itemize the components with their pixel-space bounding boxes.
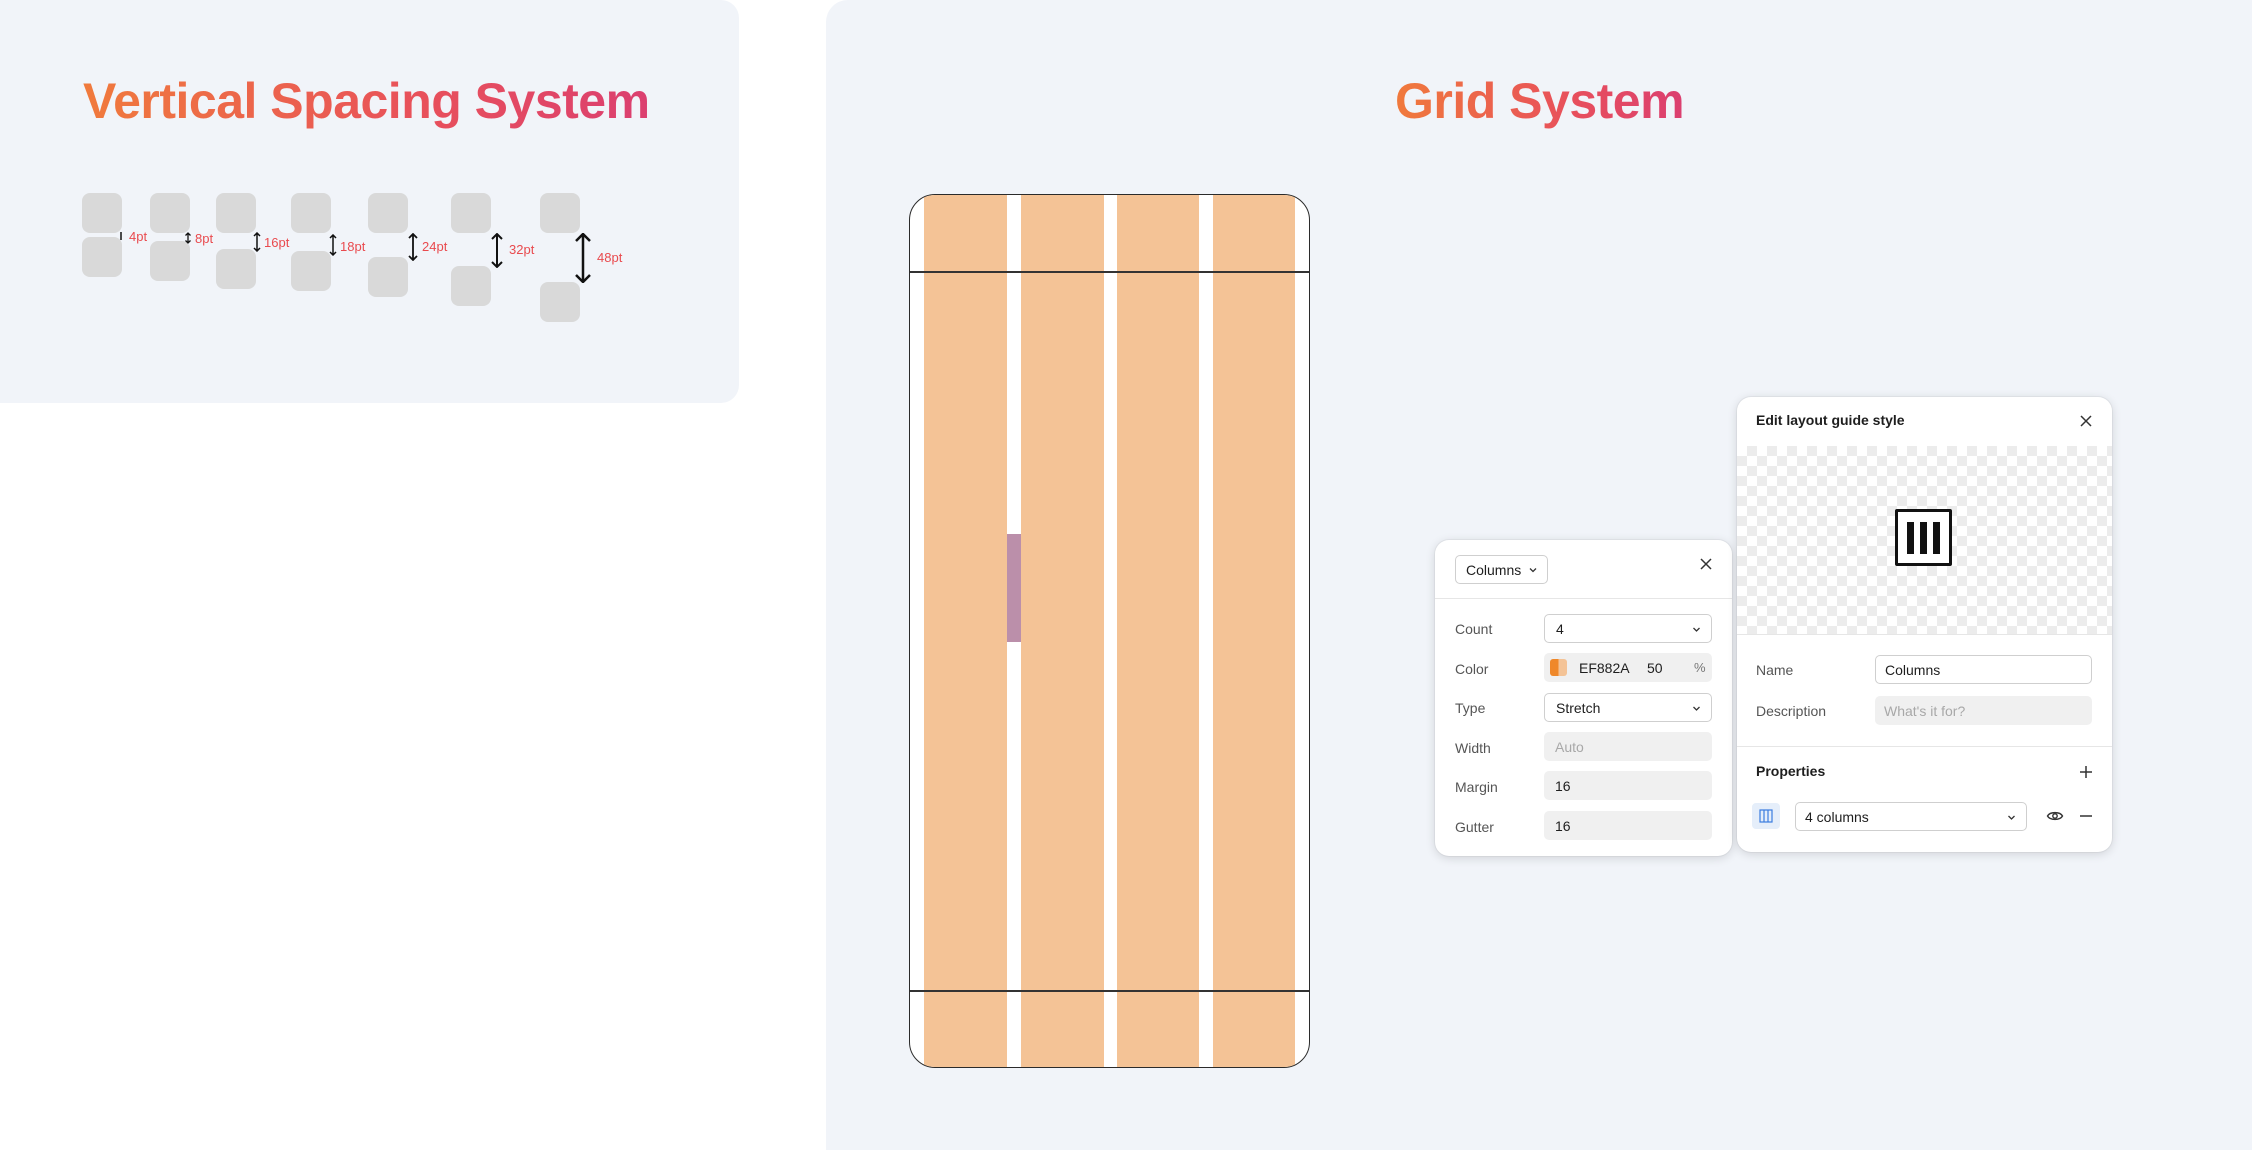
color-hex: EF882A bbox=[1579, 659, 1630, 676]
spacing-block bbox=[451, 193, 491, 233]
spacing-block bbox=[540, 282, 580, 322]
chevron-down-icon bbox=[1693, 706, 1700, 711]
chevron-down-icon bbox=[1529, 567, 1537, 572]
divider bbox=[1737, 634, 2112, 635]
layout-type-select[interactable]: Columns bbox=[1455, 555, 1549, 584]
spacing-arrow-icon bbox=[575, 233, 591, 283]
description-placeholder: What's it for? bbox=[1884, 702, 1966, 719]
width-input[interactable]: Auto bbox=[1544, 732, 1712, 761]
columns-settings-card: Columns Count 4 Color EF882A 50 % Type S… bbox=[1435, 540, 1732, 856]
color-swatch[interactable] bbox=[1550, 659, 1567, 676]
minus-icon[interactable] bbox=[2078, 808, 2094, 824]
spacing-label: 18pt bbox=[340, 239, 366, 254]
phone-frame bbox=[909, 194, 1310, 1068]
opacity-unit: % bbox=[1694, 660, 1706, 675]
gutter-label: Gutter bbox=[1455, 819, 1494, 835]
spacing-block bbox=[451, 266, 491, 306]
spacing-label: 24pt bbox=[422, 239, 448, 254]
gutter-value: 16 bbox=[1555, 817, 1571, 834]
property-select[interactable]: 4 columns bbox=[1795, 802, 2027, 831]
spacing-block bbox=[150, 241, 190, 281]
spacing-block bbox=[216, 249, 256, 289]
grid-column bbox=[1213, 195, 1295, 1067]
color-field[interactable]: EF882A 50 % bbox=[1544, 653, 1712, 682]
eye-icon[interactable] bbox=[2046, 807, 2064, 825]
spacing-block bbox=[368, 257, 408, 297]
card-title: Edit layout guide style bbox=[1756, 412, 1905, 428]
grid-column bbox=[1117, 195, 1199, 1067]
name-input[interactable]: Columns bbox=[1875, 655, 2092, 684]
columns-layout-icon bbox=[1759, 809, 1773, 823]
spacing-block bbox=[291, 251, 331, 291]
spacing-label: 32pt bbox=[509, 242, 535, 257]
spacing-block bbox=[150, 193, 190, 233]
name-label: Name bbox=[1756, 662, 1794, 678]
width-placeholder: Auto bbox=[1555, 738, 1584, 755]
name-value: Columns bbox=[1885, 661, 1941, 678]
count-select[interactable]: 4 bbox=[1544, 614, 1712, 643]
chevron-down-icon bbox=[2008, 815, 2015, 820]
layout-type-value: Columns bbox=[1466, 561, 1522, 578]
divider bbox=[1435, 598, 1732, 599]
vertical-spacing-panel: Vertical Spacing System 4pt 8pt 16pt 18p… bbox=[0, 0, 739, 403]
color-opacity: 50 bbox=[1647, 659, 1663, 676]
vertical-spacing-title: Vertical Spacing System bbox=[83, 73, 650, 129]
count-label: Count bbox=[1455, 621, 1493, 637]
spacing-block bbox=[368, 193, 408, 233]
style-preview bbox=[1737, 446, 2112, 634]
width-label: Width bbox=[1455, 740, 1491, 756]
margin-input[interactable]: 16 bbox=[1544, 771, 1712, 800]
spacing-arrow-icon bbox=[253, 232, 261, 252]
footer-guide-line bbox=[910, 990, 1309, 992]
description-label: Description bbox=[1756, 703, 1827, 719]
property-value: 4 columns bbox=[1805, 808, 1869, 825]
type-select[interactable]: Stretch bbox=[1544, 693, 1712, 722]
header-guide-line bbox=[910, 271, 1309, 273]
type-value: Stretch bbox=[1556, 699, 1601, 716]
spacing-block bbox=[291, 193, 331, 233]
columns-layout-icon bbox=[1895, 509, 1952, 566]
gutter-highlight bbox=[1007, 534, 1021, 642]
plus-icon[interactable] bbox=[2078, 764, 2094, 780]
close-icon[interactable] bbox=[1697, 555, 1715, 573]
spacing-label: 8pt bbox=[195, 231, 214, 246]
spacing-arrow-icon bbox=[329, 234, 337, 256]
chevron-down-icon bbox=[1693, 627, 1700, 632]
color-label: Color bbox=[1455, 661, 1489, 677]
count-value: 4 bbox=[1556, 620, 1564, 637]
columns-grid-icon[interactable] bbox=[1752, 803, 1780, 829]
spacing-arrow-icon bbox=[185, 232, 191, 244]
grid-system-title: Grid System bbox=[1395, 73, 1685, 129]
gutter-input[interactable]: 16 bbox=[1544, 811, 1712, 840]
spacing-arrow-icon bbox=[408, 233, 418, 261]
spacing-label: 16pt bbox=[264, 235, 290, 250]
spacing-block bbox=[540, 193, 580, 233]
margin-value: 16 bbox=[1555, 777, 1571, 794]
spacing-block bbox=[82, 237, 122, 277]
grid-column bbox=[1021, 195, 1104, 1067]
type-label: Type bbox=[1455, 700, 1486, 716]
spacing-label: 48pt bbox=[597, 250, 623, 265]
spacing-arrow-icon bbox=[491, 233, 503, 268]
spacing-block bbox=[216, 193, 256, 233]
properties-label: Properties bbox=[1756, 763, 1826, 779]
spacing-label: 4pt bbox=[129, 229, 148, 244]
spacing-arrow-icon bbox=[120, 232, 122, 240]
grid-column bbox=[924, 195, 1007, 1067]
close-icon[interactable] bbox=[2077, 412, 2095, 430]
description-input[interactable]: What's it for? bbox=[1875, 696, 2092, 725]
edit-layout-guide-style-card: Edit layout guide style Name Columns Des… bbox=[1737, 397, 2112, 852]
margin-label: Margin bbox=[1455, 779, 1498, 795]
divider bbox=[1737, 746, 2112, 747]
spacing-block bbox=[82, 193, 122, 233]
